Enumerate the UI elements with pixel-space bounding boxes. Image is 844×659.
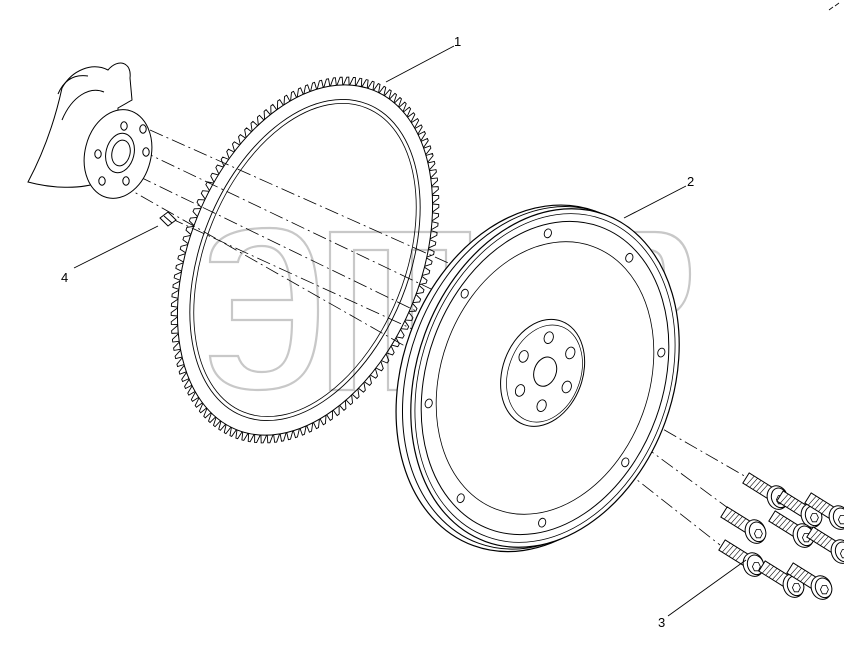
flywheel-bolts: [718, 472, 844, 600]
flywheel: [395, 204, 680, 553]
crankshaft-flange: [27, 62, 153, 199]
flywheel-bolt-hole: [565, 346, 576, 360]
callout-1: 1: [454, 34, 461, 49]
bolt: [786, 562, 833, 600]
gear-tooth-profile: [170, 76, 440, 444]
callout-3: 3: [658, 615, 665, 630]
ring-gear: [170, 76, 440, 444]
flywheel-outer-hole: [538, 517, 547, 528]
leader-lines: [73, 45, 747, 617]
callout-4: 4: [61, 270, 68, 285]
corner-mark: [828, 2, 840, 11]
dowel-pin: [159, 211, 177, 227]
bolt: [768, 510, 815, 548]
flywheel-outer-hole: [621, 457, 630, 468]
callout-labels: 1 2 3 4: [61, 34, 694, 630]
flywheel-outer-hole: [456, 493, 465, 504]
flywheel-outer-hole: [424, 398, 433, 409]
flywheel-outer-hole: [657, 347, 666, 358]
bolt: [804, 492, 844, 530]
bolt: [718, 539, 765, 577]
flywheel-outer-hole: [543, 228, 552, 239]
flywheel-outer-hole: [625, 252, 634, 263]
bolt: [720, 506, 767, 544]
flywheel-outer-hole: [460, 288, 469, 299]
flywheel-bolt-hole: [514, 384, 526, 397]
bolt: [806, 526, 844, 564]
flywheel-bolt-hole: [543, 331, 554, 344]
flywheel-bolt-hole: [561, 380, 572, 394]
flywheel-bolt-hole: [536, 399, 547, 413]
callout-2: 2: [687, 174, 694, 189]
flywheel-bolt-hole: [518, 350, 529, 363]
